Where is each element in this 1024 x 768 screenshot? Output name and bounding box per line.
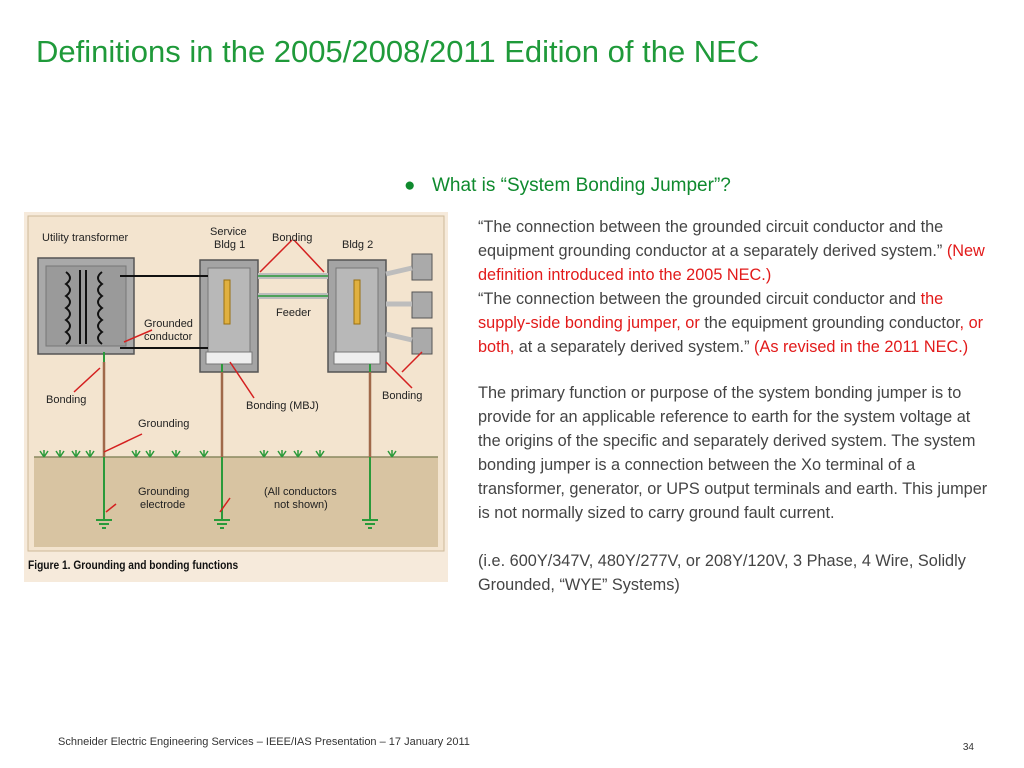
definition-2011-text-b: the equipment grounding conductor [699, 314, 960, 332]
label-bonding-right: Bonding [382, 390, 423, 402]
feeder-conductors [258, 275, 328, 297]
definition-2011-red-a: the supply-side bonding jumper, or [478, 290, 944, 332]
label-all-conductors-line1: (All conductors [264, 486, 337, 498]
definition-2011-text-a: “The connection between the grounded cir… [478, 290, 921, 308]
bullet-text: What is “System Bonding Jumper”? [432, 175, 731, 196]
grounding-electrodes [102, 362, 372, 457]
earth-area [34, 457, 438, 547]
load-box-1 [411, 253, 433, 281]
grass-tufts [39, 450, 397, 458]
label-electrode-line1: Grounding [138, 486, 190, 498]
function-paragraph: The primary function or purpose of the s… [478, 384, 988, 522]
figure-diagram [27, 215, 445, 552]
label-feeder: Feeder [276, 307, 311, 319]
neutral-bar-bldg2 [333, 351, 381, 365]
definition-2011-note: (As revised in the 2011 NEC.) [754, 338, 969, 356]
definition-2011-red-b: , or both, [478, 314, 984, 356]
grounding-bonding-figure: Utility transformer Service Bldg 1 Bondi… [24, 212, 448, 582]
page-number: 34 [962, 742, 974, 753]
load-box-2 [411, 291, 433, 319]
label-all-conductors-line2: not shown) [274, 499, 328, 511]
definition-text: “The connection between the grounded cir… [478, 215, 990, 597]
service-conductors [120, 275, 208, 349]
label-service-line1: Service [210, 226, 247, 238]
footer-text: Schneider Electric Engineering Services … [58, 736, 470, 748]
definition-2005: “The connection between the grounded cir… [478, 215, 990, 287]
label-grounding: Grounding [138, 418, 190, 430]
load-box-3 [411, 327, 433, 355]
label-electrode-line2: electrode [140, 499, 186, 511]
label-grounded-line1: Grounded [144, 318, 193, 330]
definition-2011-text-c: at a separately derived system.” [514, 338, 755, 356]
transformer-coils [64, 270, 104, 345]
definition-2005-text: “The connection between the grounded cir… [478, 218, 947, 260]
label-utility-transformer: Utility transformer [42, 232, 129, 244]
figure-caption: Figure 1. Grounding and bonding function… [28, 558, 239, 572]
definition-2011: “The connection between the grounded cir… [478, 287, 990, 359]
definition-2005-note: (New definition introduced into the 2005… [478, 242, 985, 284]
label-bonding-mbj: Bonding (MBJ) [246, 400, 319, 412]
bldg2-breaker [353, 279, 361, 325]
label-bldg2: Bldg 2 [342, 239, 374, 251]
bullet-question: ● What is “System Bonding Jumper”? [404, 175, 731, 197]
label-bonding-top: Bonding [272, 232, 313, 244]
neutral-bar-bldg1 [205, 351, 253, 365]
label-grounded-line2: conductor [144, 331, 193, 343]
ground-symbols [96, 519, 378, 529]
callout-arrows [73, 239, 423, 513]
bullet-dot-icon: ● [404, 175, 416, 196]
label-service-line2: Bldg 1 [214, 239, 246, 251]
slide-title: Definitions in the 2005/2008/2011 Editio… [36, 34, 760, 69]
service-breaker [223, 279, 231, 325]
label-bonding-left: Bonding [46, 394, 87, 406]
systems-example: (i.e. 600Y/347V, 480Y/277V, or 208Y/120V… [478, 552, 966, 594]
